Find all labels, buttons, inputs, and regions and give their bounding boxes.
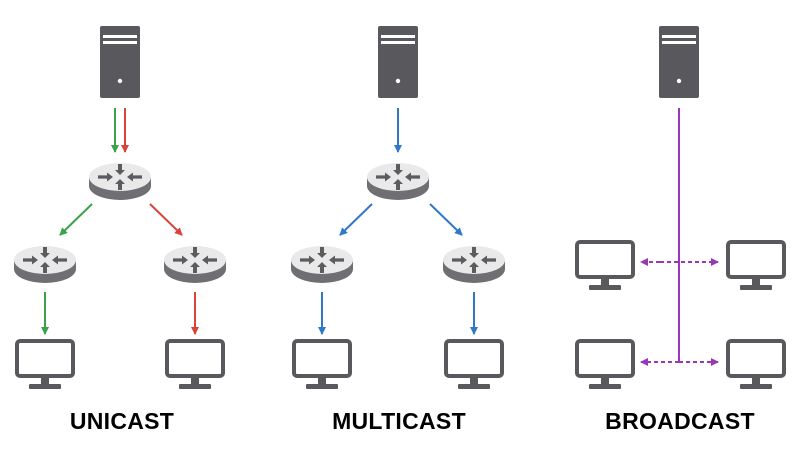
- monitor-icon: [15, 339, 75, 391]
- multicast-diagram: [291, 26, 505, 391]
- server-icon: [659, 26, 699, 98]
- router-icon: [367, 163, 429, 200]
- router-icon: [291, 246, 353, 283]
- monitor-icon: [575, 339, 635, 391]
- unicast-diagram: [14, 26, 226, 391]
- unicast-arrow-green: [59, 203, 93, 236]
- router-icon: [164, 246, 226, 283]
- router-icon: [14, 246, 76, 283]
- server-icon: [378, 26, 418, 98]
- monitor-icon: [726, 240, 786, 292]
- broadcast-diagram: [575, 26, 786, 391]
- monitor-icon: [575, 240, 635, 292]
- router-icon: [443, 246, 505, 283]
- monitor-icon: [444, 339, 504, 391]
- monitor-icon: [292, 339, 352, 391]
- monitor-icon: [726, 339, 786, 391]
- multicast-arrow: [339, 203, 373, 236]
- server-icon: [100, 26, 140, 98]
- broadcast-label: BROADCAST: [605, 408, 755, 434]
- monitor-icon: [165, 339, 225, 391]
- unicast-label: UNICAST: [69, 408, 175, 434]
- unicast-arrow-red: [149, 203, 183, 236]
- multicast-arrow: [429, 203, 463, 236]
- router-icon: [89, 163, 151, 200]
- multicast-label: MULTICAST: [332, 408, 466, 434]
